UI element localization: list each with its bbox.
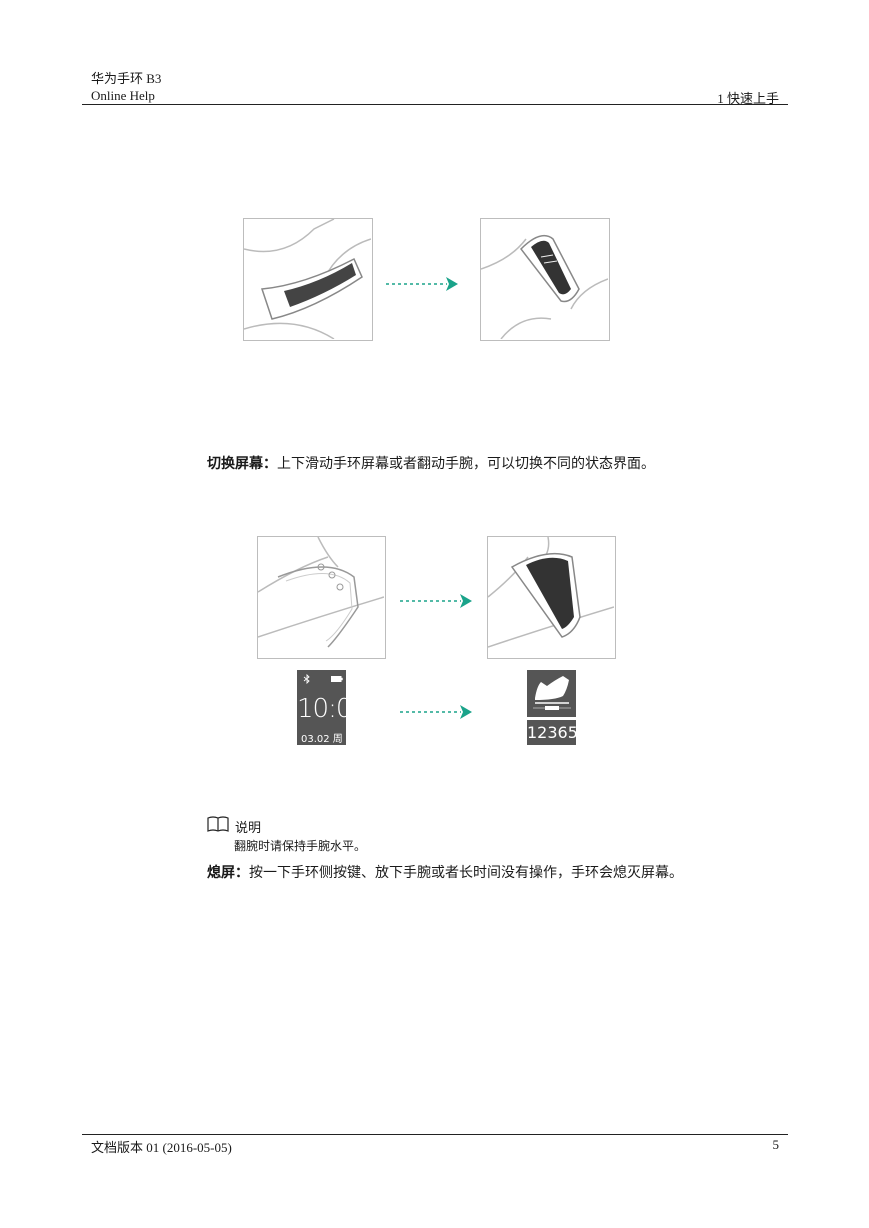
steps-screen-top xyxy=(527,670,576,717)
term-switch-screen: 切换屏幕： xyxy=(207,457,277,472)
header-rule xyxy=(82,104,788,105)
figure-wrist-up xyxy=(480,218,610,341)
header-chapter: 1 快速上手 xyxy=(717,91,779,106)
battery-icon xyxy=(331,676,343,682)
figure-wrist-flip-after xyxy=(487,536,616,659)
step-count: 12365 xyxy=(527,720,578,745)
footer-page-number: 5 xyxy=(772,1137,780,1152)
desc-switch-screen: 上下滑动手环屏幕或者翻动手腕，可以切换不同的状态界面。 xyxy=(277,457,655,472)
arrow-right-icon xyxy=(400,705,472,719)
clock-screen: 10:08 03.02 周三 xyxy=(297,670,368,760)
figure-wrist-flip-before xyxy=(257,536,386,659)
band-side-illustration xyxy=(244,219,371,339)
arrow-right-icon xyxy=(386,277,458,291)
figure-wrist-down xyxy=(243,218,373,341)
paragraph-switch-screen: 切换屏幕：上下滑动手环屏幕或者翻动手腕，可以切换不同的状态界面。 xyxy=(207,456,655,474)
paragraph-screen-off: 熄屏：按一下手环侧按键、放下手腕或者长时间没有操作，手环会熄灭屏幕。 xyxy=(207,865,683,883)
desc-screen-off: 按一下手环侧按键、放下手腕或者长时间没有操作，手环会熄灭屏幕。 xyxy=(249,866,683,881)
band-screen-on-illustration xyxy=(481,234,608,339)
footer-version: 文档版本 01 (2016-05-05) xyxy=(91,1140,232,1155)
running-shoe-icon xyxy=(533,676,571,710)
band-back-illustration xyxy=(258,537,384,648)
clock-date: 03.02 周三 xyxy=(301,734,343,760)
arrow-right-icon xyxy=(400,594,472,608)
band-front-illustration xyxy=(488,537,614,648)
note-text: 翻腕时请保持手腕水平。 xyxy=(234,839,367,853)
bluetooth-icon xyxy=(303,674,310,684)
note-title: 说明 xyxy=(235,821,262,836)
term-screen-off: 熄屏： xyxy=(207,866,249,881)
header-doc-type: Online Help xyxy=(91,88,155,103)
book-icon xyxy=(207,816,229,832)
footer-rule xyxy=(82,1134,788,1135)
header-product-name: 华为手环 B3 xyxy=(91,71,162,86)
clock-time: 10:08 xyxy=(297,694,368,724)
